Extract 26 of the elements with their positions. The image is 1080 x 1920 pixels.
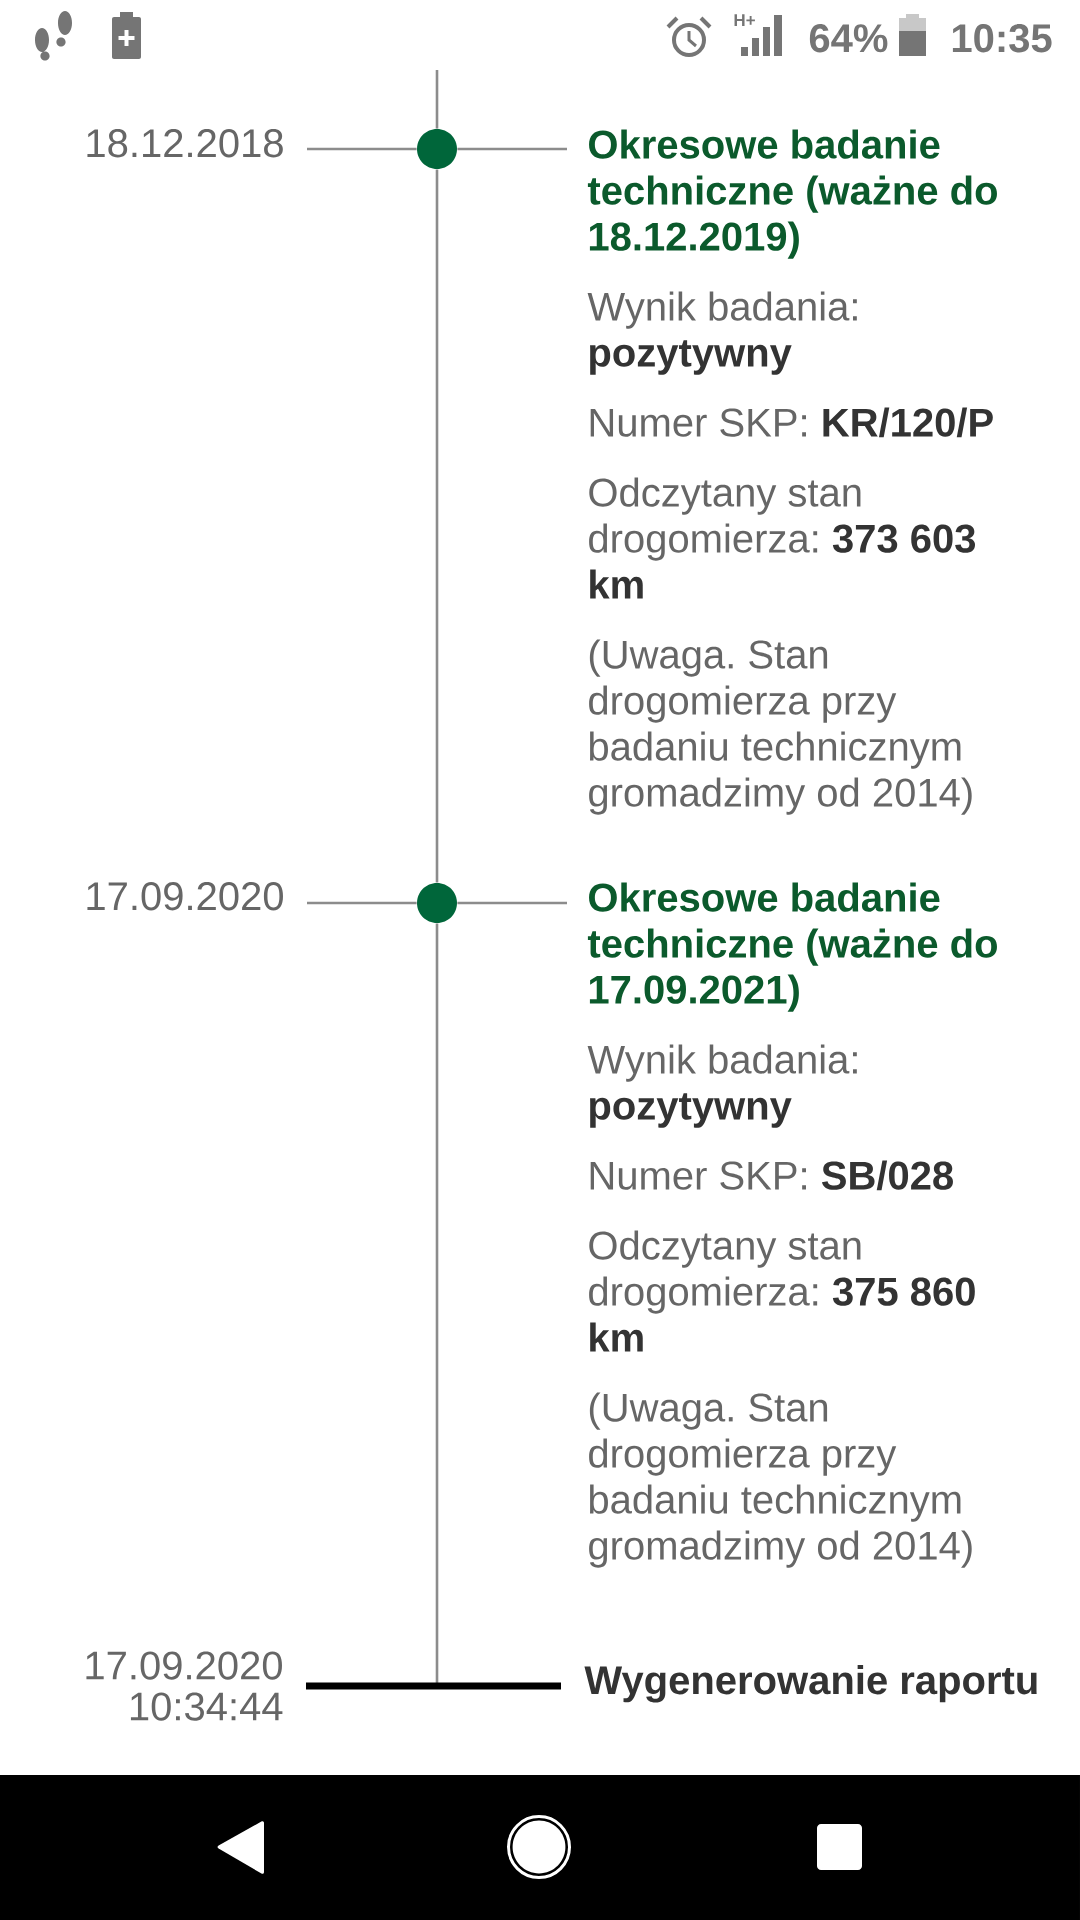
status-text: 64%	[809, 24, 888, 53]
status-text: H+	[734, 14, 755, 26]
timeline-dot	[417, 129, 457, 169]
timeline-dot	[417, 883, 457, 923]
timeline-line	[435, 923, 439, 1683]
note-text: (Uwaga. Stan drogomierza przy badaniu technicznym gromadzimy od 2014)	[589, 1392, 972, 1568]
event-label: Wygenerowanie raportu	[584, 1665, 1037, 1703]
odometer-text: Odczytany stan drogomierza: 375 860 km	[589, 1230, 975, 1352]
connector-line	[457, 901, 567, 905]
date-time-label: 17.09.2020 10:34:44	[86, 1651, 283, 1721]
connector-line	[457, 147, 567, 151]
connector-line	[307, 147, 417, 151]
station-text: Numer SKP: SB/028	[590, 1160, 953, 1191]
result-text: Wynik badania: pozytywny	[587, 291, 857, 375]
date-label: 17.09.2020	[87, 882, 283, 911]
inspection-heading: Okresowe badanie techniczne (ważne do 18.12.2019)	[587, 129, 997, 259]
date-label: 18.12.2018	[87, 129, 283, 158]
timeline-line	[435, 70, 439, 129]
timeline-line	[435, 169, 439, 883]
note-text: (Uwaga. Stan drogomierza przy badaniu technicznym gromadzimy od 2014)	[589, 639, 972, 815]
station-text: Numer SKP: KR/120/P	[590, 407, 993, 438]
inspection-heading: Okresowe badanie techniczne (ważne do 17.09.2021)	[587, 882, 997, 1012]
connector-line	[307, 901, 417, 905]
result-text: Wynik badania: pozytywny	[587, 1044, 857, 1128]
status-text: 10:35	[952, 24, 1052, 53]
odometer-text: Odczytany stan drogomierza: 373 603 km	[589, 477, 976, 599]
